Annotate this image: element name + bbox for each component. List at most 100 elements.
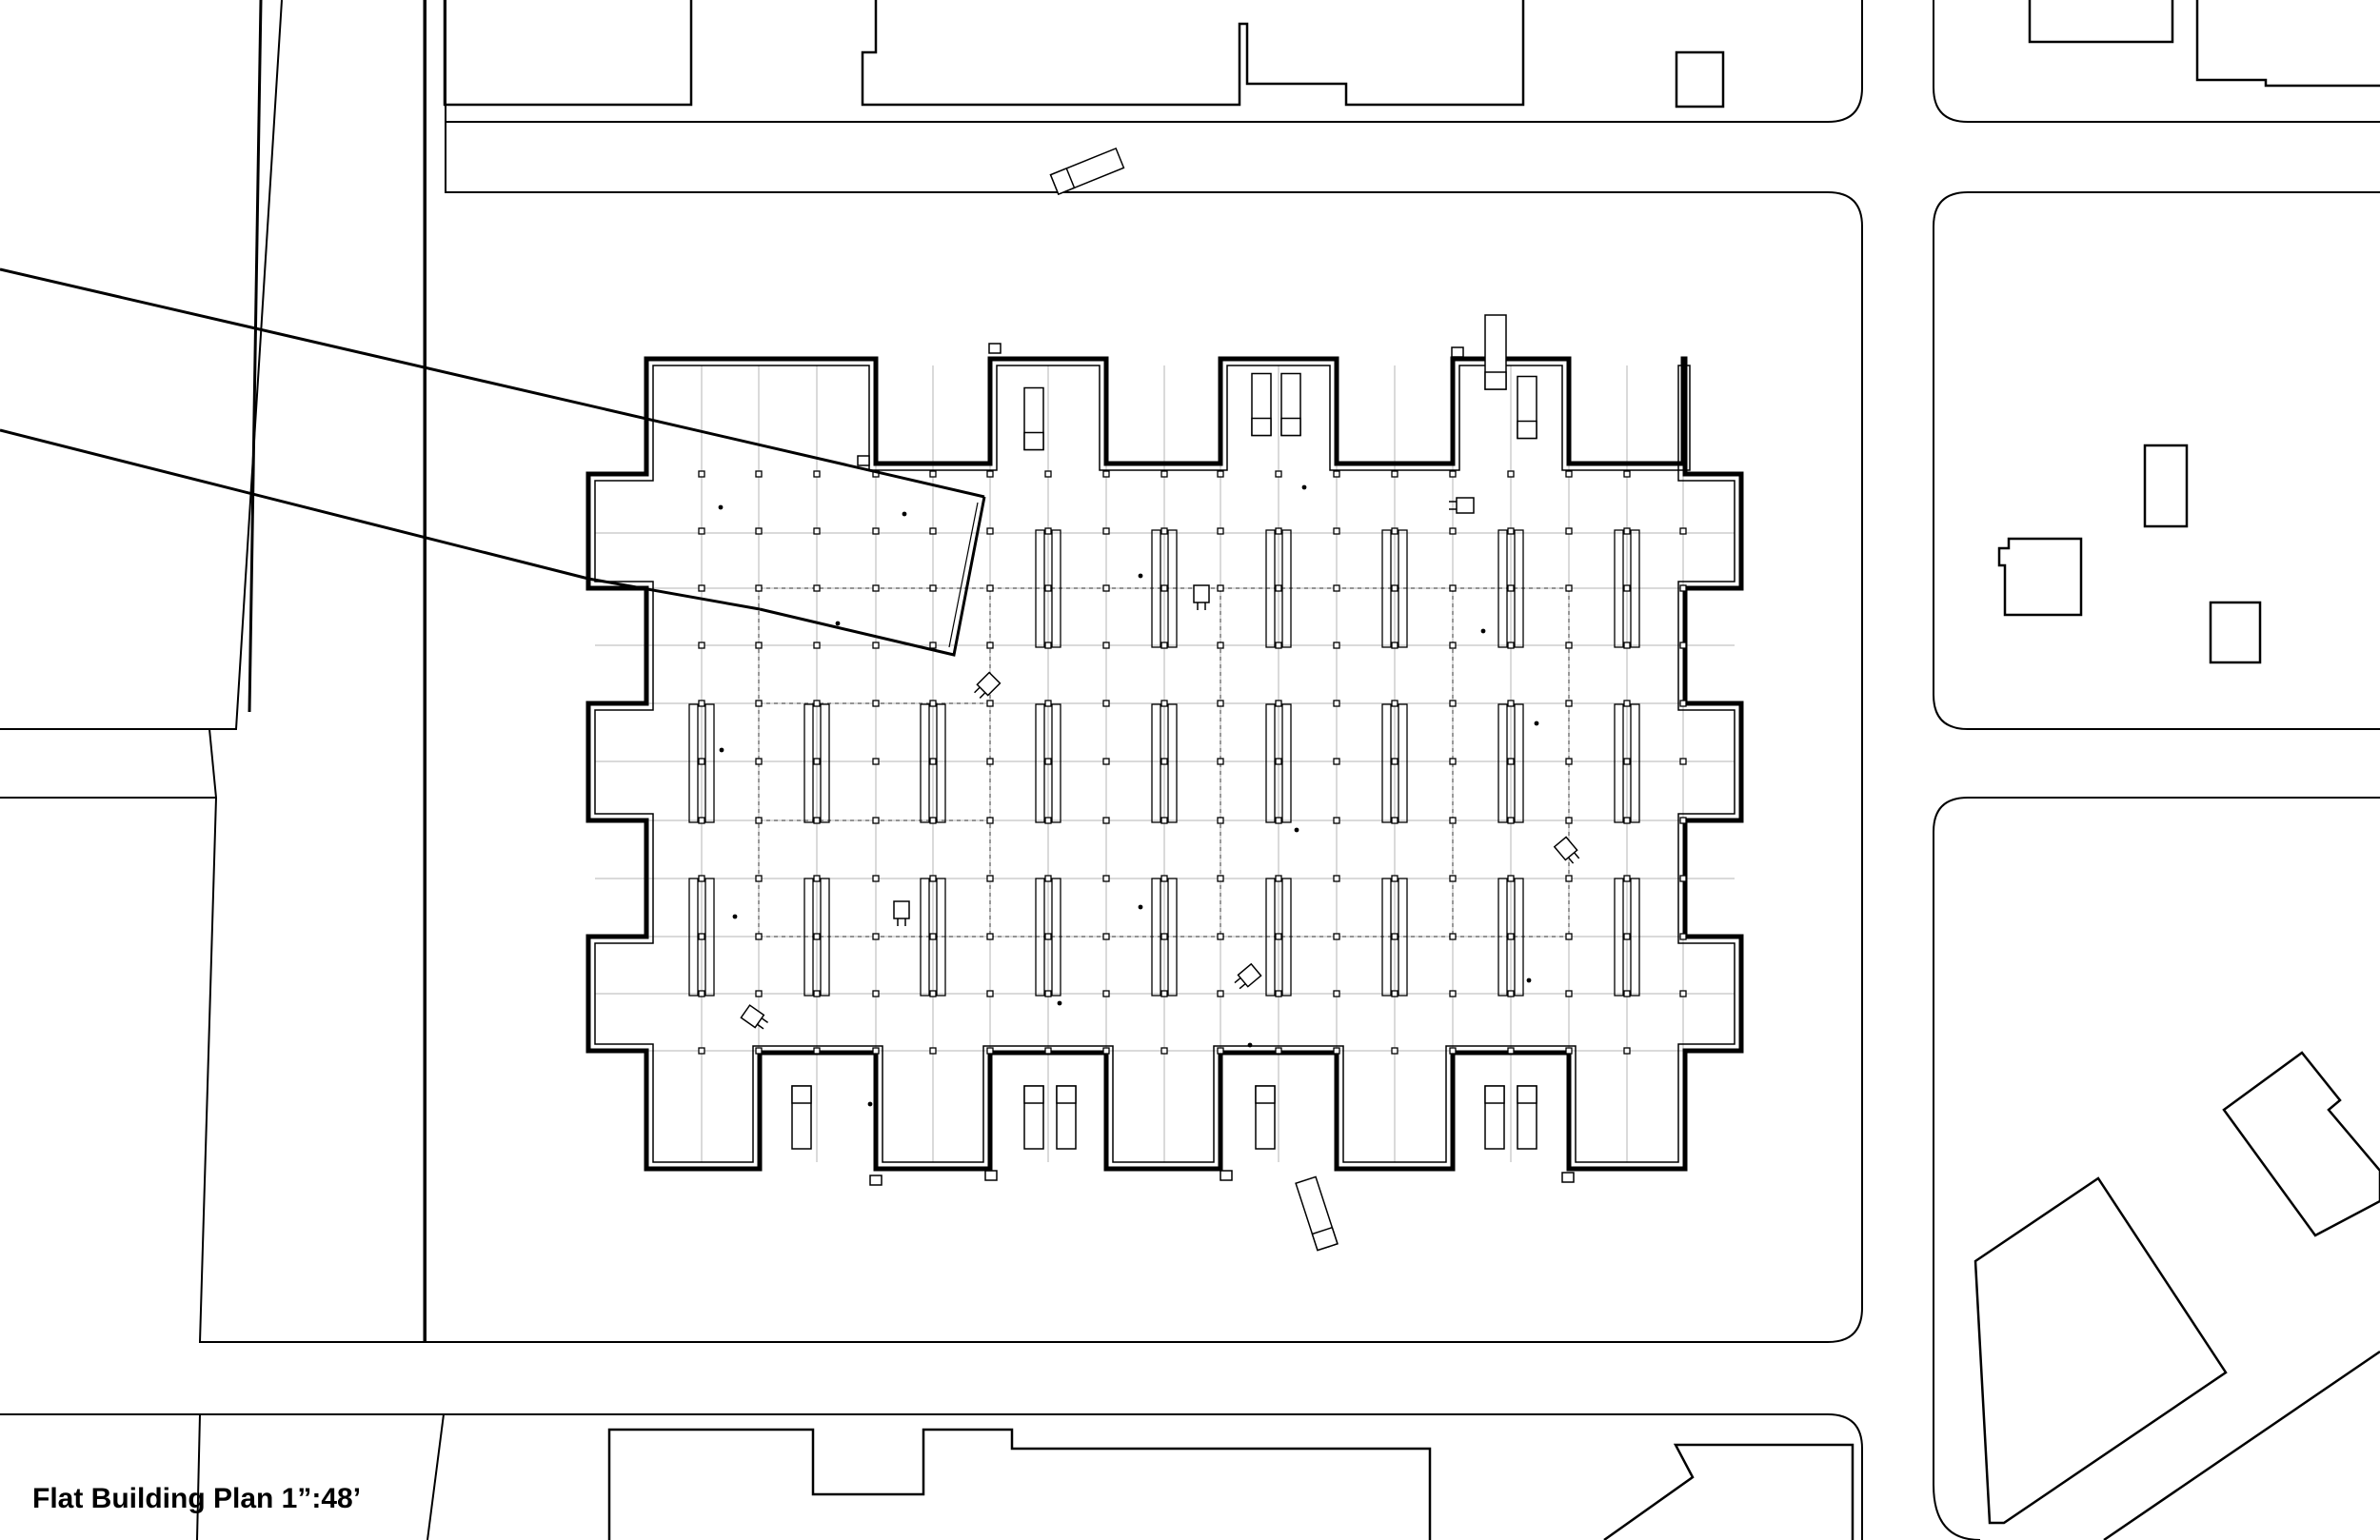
block-northeast — [1933, 0, 2380, 123]
truck — [1023, 1085, 1044, 1150]
column — [1507, 700, 1515, 707]
column — [1333, 933, 1340, 940]
column — [872, 933, 880, 940]
forklift-fork — [1239, 982, 1246, 990]
truck — [1049, 147, 1125, 196]
column — [1623, 933, 1631, 940]
neighbor-buildings — [443, 0, 2380, 1540]
column — [755, 758, 763, 765]
truck — [1484, 1085, 1505, 1150]
column — [1507, 933, 1515, 940]
column — [929, 584, 937, 592]
people-markers — [718, 484, 1539, 1107]
conveyor-bridge — [0, 0, 986, 1342]
column — [986, 758, 994, 765]
column — [929, 470, 937, 478]
column — [698, 1047, 705, 1055]
column — [1275, 990, 1282, 997]
column — [813, 758, 821, 765]
column — [872, 584, 880, 592]
column — [1507, 584, 1515, 592]
column — [813, 933, 821, 940]
column — [1102, 758, 1110, 765]
column — [872, 817, 880, 824]
truck — [1251, 372, 1272, 437]
column — [1623, 758, 1631, 765]
person-marker — [1480, 628, 1486, 634]
column — [1623, 817, 1631, 824]
column — [986, 527, 994, 535]
bridge-edge-upper — [0, 267, 985, 499]
column — [929, 758, 937, 765]
column — [1275, 1047, 1282, 1055]
truck-cab — [1484, 371, 1507, 390]
column — [1565, 584, 1573, 592]
column — [1565, 470, 1573, 478]
column — [1333, 642, 1340, 649]
forklift-body — [1237, 962, 1262, 988]
column — [755, 470, 763, 478]
truck-cab — [1280, 417, 1301, 437]
column — [755, 817, 763, 824]
column — [1160, 875, 1168, 882]
column — [929, 933, 937, 940]
column — [1333, 817, 1340, 824]
column — [1507, 1047, 1515, 1055]
column — [929, 527, 937, 535]
person-marker — [835, 621, 841, 626]
column — [1102, 933, 1110, 940]
forklift-fork — [1567, 857, 1575, 864]
building-nw — [443, 0, 693, 107]
forklift-body — [740, 1004, 765, 1029]
building-e-tall — [2143, 444, 2189, 528]
column — [1623, 527, 1631, 535]
column — [872, 990, 880, 997]
column — [1333, 875, 1340, 882]
column — [1333, 584, 1340, 592]
column — [986, 933, 994, 940]
column — [1102, 470, 1110, 478]
column — [1507, 875, 1515, 882]
column — [1217, 527, 1224, 535]
person-marker — [1294, 827, 1299, 833]
column — [1160, 933, 1168, 940]
column — [1102, 817, 1110, 824]
column — [1565, 875, 1573, 882]
column — [1217, 700, 1224, 707]
column — [1217, 758, 1224, 765]
column — [1679, 642, 1687, 649]
column — [1217, 817, 1224, 824]
column — [986, 1047, 994, 1055]
column — [1449, 1047, 1457, 1055]
person-marker — [1057, 1000, 1062, 1006]
forklifts — [740, 497, 1580, 1030]
forklift-body — [893, 900, 910, 919]
column — [755, 527, 763, 535]
forklift-icon — [893, 900, 910, 926]
column — [813, 470, 821, 478]
column — [986, 470, 994, 478]
column — [1275, 642, 1282, 649]
column — [1044, 584, 1052, 592]
truck — [791, 1085, 812, 1150]
bollard — [984, 1170, 998, 1181]
column — [1160, 527, 1168, 535]
column — [1217, 470, 1224, 478]
column — [1507, 758, 1515, 765]
column — [1565, 990, 1573, 997]
bollard — [857, 455, 870, 466]
forklift-body — [1553, 836, 1578, 861]
column — [813, 990, 821, 997]
truck — [1056, 1085, 1077, 1150]
block-south — [0, 1413, 1863, 1540]
column — [1333, 990, 1340, 997]
column — [1217, 642, 1224, 649]
bollard — [1561, 1172, 1575, 1183]
column — [1391, 1047, 1398, 1055]
column — [1160, 758, 1168, 765]
block-east-middle — [1933, 191, 2380, 730]
column — [1044, 700, 1052, 707]
column — [872, 527, 880, 535]
truck-cab — [1517, 420, 1537, 440]
